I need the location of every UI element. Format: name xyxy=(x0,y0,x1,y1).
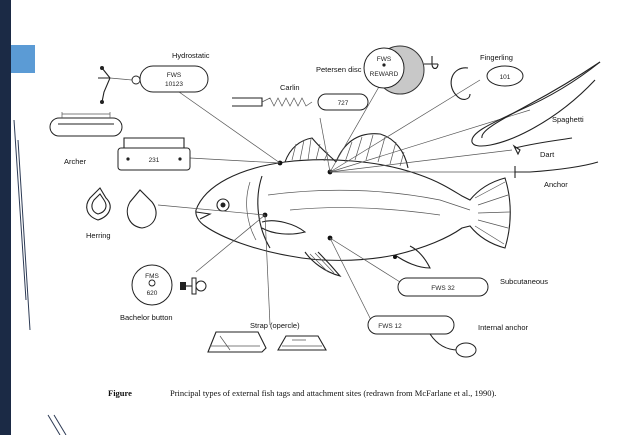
petersen-disc-tag: FWS REWARD Petersen disc xyxy=(316,45,439,95)
slide-left-bar xyxy=(0,0,11,435)
fingerling-tag-text: 101 xyxy=(500,74,511,81)
hydrostatic-tag: FWS 10123 Hydrostatic xyxy=(98,51,210,104)
subcutaneous-tag: FWS 32 Subcutaneous xyxy=(397,277,548,297)
spaghetti-label: Spaghetti xyxy=(552,115,584,124)
carlin-tag-text: 727 xyxy=(338,100,349,107)
figure-caption: Figure Principal types of external fish … xyxy=(108,388,496,398)
bachelor-button-tag: FMS 620 Bachelor button xyxy=(120,264,207,322)
fingerling-label: Fingerling xyxy=(480,53,513,62)
subcutaneous-label: Subcutaneous xyxy=(500,277,548,286)
hydrostatic-label: Hydrostatic xyxy=(172,51,210,60)
slide-decor-lines xyxy=(13,119,67,435)
internal-anchor-label: Internal anchor xyxy=(478,323,529,332)
slide-accent-square xyxy=(11,45,35,73)
internal-anchor-tag-text: FWS 12 xyxy=(378,323,402,330)
herring-tag: Herring xyxy=(86,187,157,240)
carlin-tag: 727 Carlin xyxy=(232,83,369,111)
anchor-tag: Anchor xyxy=(514,161,599,189)
petersen-disc-label: Petersen disc xyxy=(316,65,362,74)
caption-figure-word: Figure xyxy=(108,388,132,398)
fingerling-tag: 101 Fingerling xyxy=(450,53,524,100)
petersen-disc-line2: REWARD xyxy=(370,71,399,78)
carlin-label: Carlin xyxy=(280,83,300,92)
spaghetti-tag: Spaghetti xyxy=(471,61,601,147)
hydrostatic-tag-line1: FWS xyxy=(167,72,182,79)
bachelor-button-line1: FMS xyxy=(145,273,159,280)
leader-lines xyxy=(157,79,531,326)
dart-label: Dart xyxy=(540,150,555,159)
bachelor-button-line2: 620 xyxy=(147,290,158,297)
fish-illustration xyxy=(195,133,511,277)
strap-opercle-label: Strap (opercle) xyxy=(250,321,300,330)
subcutaneous-tag-text: FWS 32 xyxy=(431,285,455,292)
archer-tag-text: 231 xyxy=(149,157,160,164)
dart-tag: Dart xyxy=(512,137,573,159)
archer-tag: 231 Archer xyxy=(49,112,191,171)
anchor-label: Anchor xyxy=(544,180,568,189)
bachelor-button-label: Bachelor button xyxy=(120,313,173,322)
hydrostatic-tag-line2: 10123 xyxy=(165,81,183,88)
herring-label: Herring xyxy=(86,231,111,240)
internal-anchor-tag: FWS 12 Internal anchor xyxy=(367,315,529,358)
petersen-disc-line1: FWS xyxy=(377,56,392,63)
archer-label: Archer xyxy=(64,157,87,166)
strap-opercle-tag: Strap (opercle) xyxy=(207,321,327,353)
caption-text: Principal types of external fish tags an… xyxy=(170,388,496,398)
